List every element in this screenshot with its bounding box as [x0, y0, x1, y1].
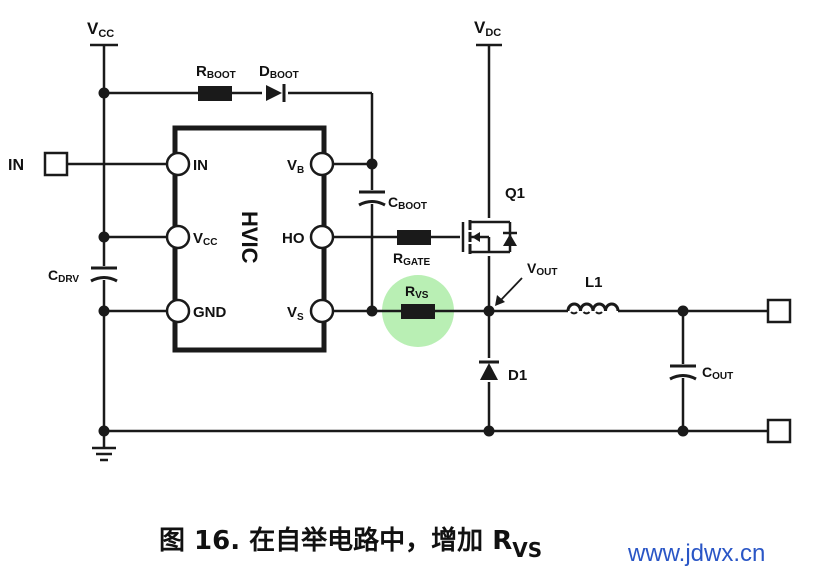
ic-name-label: HVIC — [237, 211, 262, 264]
in-terminal — [43, 151, 69, 177]
rgate-label: RGATE — [393, 250, 430, 268]
vdc-label: VDC — [474, 18, 501, 39]
junction-dots — [98, 87, 689, 437]
output-terminal — [766, 298, 792, 324]
vout-arrow — [495, 277, 523, 306]
in-terminal-label: IN — [8, 157, 24, 174]
pin-ho-circle — [309, 224, 335, 250]
pin-gnd-label: GND — [193, 304, 227, 321]
rgate-resistor — [397, 230, 431, 245]
rboot-label: RBOOT — [196, 63, 236, 81]
q1-mosfet — [460, 218, 520, 256]
figure-caption: 图 16. 在自举电路中，增加 RVS — [159, 525, 542, 562]
pin-vcc-label: VCC — [193, 230, 217, 248]
q1-label: Q1 — [505, 185, 525, 202]
cout-label: COUT — [702, 364, 733, 382]
pin-in-circle — [165, 151, 191, 177]
pin-gnd-circle — [165, 298, 191, 324]
dboot-diode — [262, 84, 288, 102]
cdrv-label: CDRV — [48, 267, 79, 285]
ground-terminal — [766, 418, 792, 444]
watermark-text: www.jdwx.cn — [627, 540, 765, 567]
d1-diode — [478, 358, 500, 382]
pin-vs-circle — [309, 298, 335, 324]
pin-vs-label: VS — [287, 304, 304, 323]
rboot-resistor — [198, 86, 232, 101]
pin-vb-circle — [309, 151, 335, 177]
vout-label: VOUT — [527, 260, 557, 278]
pin-ho-label: HO — [282, 230, 305, 247]
vcc-label: VCC — [87, 19, 114, 40]
rvs-label: RVS — [405, 283, 429, 301]
dboot-label: DBOOT — [259, 63, 299, 81]
cout-capacitor — [669, 364, 697, 381]
pin-in-label: IN — [193, 157, 208, 174]
cdrv-capacitor — [90, 266, 118, 283]
pin-vb-label: VB — [287, 157, 304, 176]
d1-label: D1 — [508, 367, 527, 384]
rvs-resistor — [401, 304, 435, 319]
l1-label: L1 — [585, 274, 603, 291]
cboot-label: CBOOT — [388, 194, 427, 212]
pin-vcc-circle — [165, 224, 191, 250]
l1-inductor — [566, 300, 620, 322]
ground-symbol — [92, 446, 116, 462]
cboot-capacitor — [358, 190, 386, 207]
